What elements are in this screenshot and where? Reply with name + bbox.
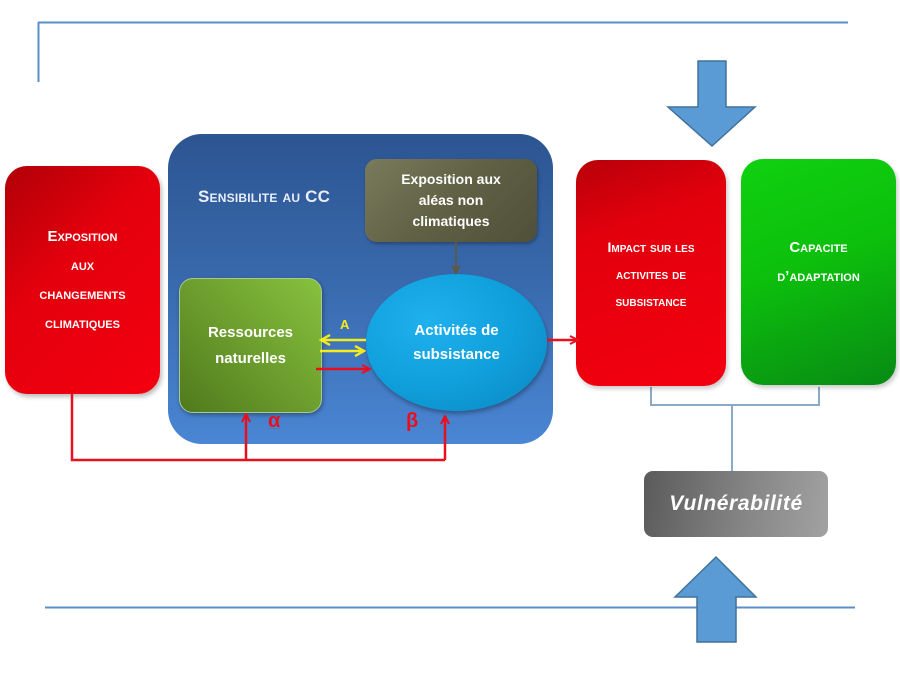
impact-line-2: activites de: [615, 266, 686, 282]
natural-resources-box: Ressources naturelles: [179, 278, 322, 413]
bracket-connector: [650, 387, 820, 406]
non-climatic-line-2: aléas non: [418, 192, 484, 208]
capacity-line-2: d’adaptation: [777, 268, 860, 285]
impact-line-1: Impact sur les: [607, 239, 695, 255]
non-climatic-line-1: Exposition aux: [401, 171, 501, 187]
vulnerability-box: Vulnérabilité: [644, 471, 828, 537]
capacity-line-1: Capacite: [789, 239, 848, 256]
edge-label-a: A: [340, 317, 350, 332]
exposure-line-4: climatiques: [45, 315, 120, 332]
edge-label-beta: β: [406, 410, 419, 432]
resources-line-2: naturelles: [215, 349, 286, 367]
exposure-climate-change-box: Exposition aux changements climatiques: [5, 166, 160, 394]
non-climatic-exposure-box: Exposition aux aléas non climatiques: [365, 159, 537, 242]
non-climatic-line-3: climatiques: [412, 213, 490, 229]
adaptive-capacity-box: Capacite d’adaptation: [741, 159, 896, 385]
subsistence-activities-ellipse: Activités de subsistance: [366, 274, 547, 411]
activities-line-1: Activités de: [414, 321, 499, 339]
resources-line-1: Ressources: [207, 323, 294, 341]
exposure-line-1: Exposition: [47, 228, 118, 245]
exposure-line-2: aux: [70, 257, 95, 274]
arrow-up-icon: [673, 555, 758, 643]
vulnerability-label: Vulnérabilité: [669, 492, 803, 515]
activities-line-2: subsistance: [413, 345, 500, 363]
sensitivity-title: Sensibilite au CC: [198, 187, 331, 206]
impact-box: Impact sur les activites de subsistance: [576, 160, 726, 386]
exposure-line-3: changements: [39, 286, 126, 303]
edge-label-alpha: α: [268, 410, 281, 432]
arrow-down-icon: [666, 60, 757, 148]
impact-line-3: subsistance: [615, 293, 687, 309]
